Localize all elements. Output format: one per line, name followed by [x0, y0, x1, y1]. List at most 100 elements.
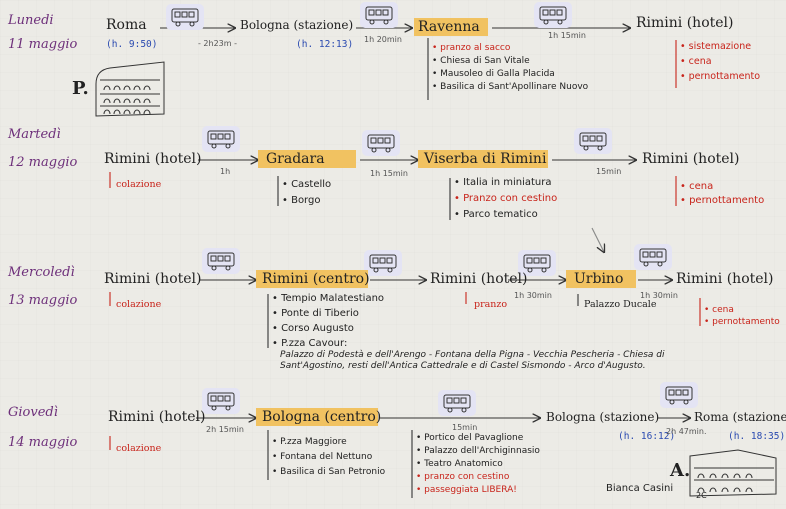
bullet-icon: •	[454, 209, 464, 220]
list-item-label: passeggiata LIBERA!	[424, 485, 517, 495]
list-item: • Teatro Anatomico	[416, 460, 503, 469]
highlight-urbino	[566, 270, 636, 288]
bullet-icon: •	[454, 193, 464, 204]
duration: 1h 30min	[640, 291, 678, 300]
date-label: 12 maggio	[8, 155, 78, 170]
list-item-label: Italia in miniatura	[463, 177, 552, 188]
day-label: Lunedi	[8, 13, 54, 28]
list-item: • Italia in miniatura	[454, 178, 552, 188]
duration: 1h 30min	[514, 291, 552, 300]
bullet-icon: •	[432, 69, 441, 79]
list-item: • Fontana del Nettuno	[272, 453, 372, 462]
list-item: • cena	[680, 182, 713, 192]
bullet-icon: •	[272, 323, 282, 334]
bullet-icon: •	[432, 56, 441, 66]
highlight-viserba	[418, 150, 548, 168]
list-item-label: pranzo con cestino	[424, 472, 510, 482]
date-label: 14 maggio	[8, 435, 78, 450]
list-item: • Chiesa di San Vitale	[432, 57, 530, 66]
bus-icon	[574, 128, 612, 154]
list-item: • cena	[704, 306, 734, 315]
urbino-item: Palazzo Ducale	[584, 299, 657, 310]
bus-icon	[360, 2, 398, 28]
stop-roma-stazione: Roma (stazione)	[694, 410, 786, 424]
list-item: • Corso Augusto	[272, 324, 354, 334]
list-item-label: P.zza Maggiore	[280, 437, 347, 447]
bullet-icon: •	[680, 195, 690, 206]
bullet-icon: •	[272, 467, 281, 477]
list-item-label: Portico del Pavaglione	[424, 433, 524, 443]
lunch-label: pranzo	[474, 299, 508, 310]
bus-icon	[202, 248, 240, 274]
bullet-icon: •	[416, 446, 425, 456]
list-item-label: Pranzo con cestino	[463, 193, 558, 204]
list-item: • passeggiata LIBERA!	[416, 486, 517, 495]
bullet-icon: •	[704, 305, 713, 315]
list-item: • Ponte di Tiberio	[272, 309, 359, 319]
duration: 15min	[596, 167, 622, 176]
highlight-bologna-centro	[256, 408, 378, 426]
list-item: • Basilica di Sant'Apollinare Nuovo	[432, 83, 588, 92]
bus-icon	[534, 2, 572, 28]
bullet-icon: •	[432, 82, 441, 92]
list-item-label: cena	[712, 305, 734, 315]
bullet-icon: •	[272, 338, 282, 349]
list-item-label: Mausoleo di Galla Placida	[440, 69, 555, 79]
highlight-ravenna	[414, 18, 488, 36]
bullet-icon: •	[432, 43, 441, 53]
stop-rimini-hotel: Rimini (hotel)	[676, 271, 774, 287]
list-item: • pranzo al sacco	[432, 44, 510, 53]
day-label: Martedì	[8, 127, 61, 142]
initial-a: A.	[670, 460, 691, 481]
bullet-icon: •	[272, 437, 281, 447]
list-item-label: Fontana del Nettuno	[280, 452, 373, 462]
list-item-label: Ponte di Tiberio	[281, 308, 359, 319]
list-item: • P.zza Cavour:	[272, 339, 347, 349]
stop-gradara: Gradara	[266, 151, 325, 167]
breakfast-label: colazione	[116, 179, 162, 190]
list-item-label: Basilica di San Petronio	[280, 467, 386, 477]
list-item: • cena	[680, 57, 712, 67]
breakfast-label: colazione	[116, 299, 162, 310]
stop-roma: Roma	[106, 17, 147, 33]
time-arrival: (h. 12:13)	[296, 39, 354, 50]
signature: Bianca Casini	[606, 483, 674, 494]
duration: 1h 15min	[548, 31, 586, 40]
list-item: • P.zza Maggiore	[272, 438, 347, 447]
list-item-label: Borgo	[291, 195, 321, 206]
breakfast-label: colazione	[116, 443, 162, 454]
stop-bologna-stazione: Bologna (stazione)	[546, 410, 660, 424]
bullet-icon: •	[454, 177, 464, 188]
list-item-label: Teatro Anatomico	[424, 459, 503, 469]
list-item: • pranzo con cestino	[416, 473, 509, 482]
list-item-label: sistemazione	[688, 41, 752, 52]
time-arrival: (h. 18:35)	[728, 431, 786, 442]
list-item: • pernottamento	[680, 196, 764, 206]
bullet-icon: •	[680, 41, 689, 52]
highlight-rimini-centro	[256, 270, 368, 288]
duration: 1h 20min	[364, 35, 402, 44]
list-item-label: cena	[688, 56, 712, 67]
stop-rimini-hotel: Rimini (hotel)	[636, 15, 734, 31]
stop-urbino: Urbino	[574, 271, 624, 287]
bus-icon	[362, 130, 400, 156]
list-item-label: Tempio Malatestiano	[281, 293, 385, 304]
time-departure: (h. 9:50)	[106, 39, 158, 50]
duration: 15min	[452, 423, 478, 432]
bus-icon	[202, 388, 240, 414]
stop-ravenna: Ravenna	[418, 19, 480, 35]
bullet-icon: •	[272, 452, 281, 462]
duration: 1h	[220, 167, 231, 176]
highlight-gradara	[258, 150, 356, 168]
stop-rimini-hotel: Rimini (hotel)	[108, 409, 206, 425]
bullet-icon: •	[680, 181, 690, 192]
list-item: • Palazzo dell'Archiginnasio	[416, 447, 540, 456]
list-item: • Borgo	[282, 196, 320, 206]
bullet-icon: •	[416, 472, 425, 482]
list-item: • Parco tematico	[454, 210, 538, 220]
list-item-label: Parco tematico	[463, 209, 538, 220]
list-item-label: pranzo al sacco	[440, 43, 511, 53]
bus-icon	[518, 250, 556, 276]
stop-rimini-centro: Rimini (centro)	[262, 271, 370, 287]
